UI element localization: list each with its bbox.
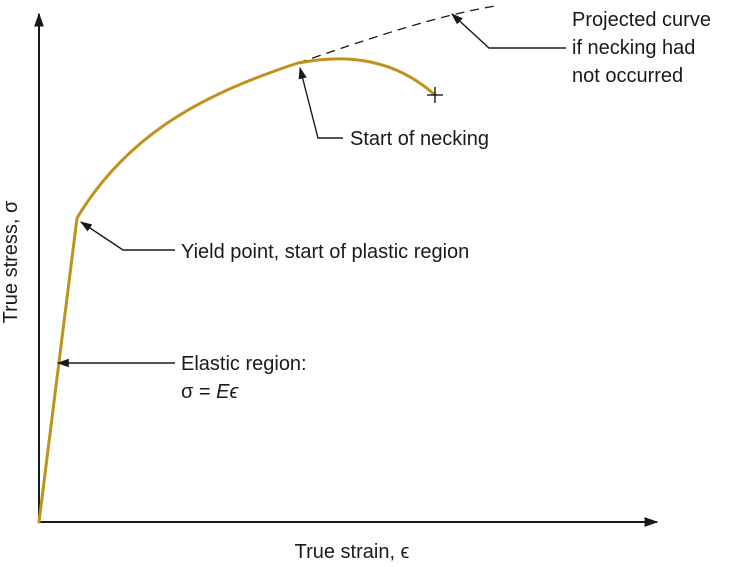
projected-curve-label-line2: if necking had xyxy=(572,37,695,59)
fracture-point-marker xyxy=(427,87,443,103)
projected-curve-label-line3: not occurred xyxy=(572,65,683,87)
x-axis-title: True strain, ϵ xyxy=(295,541,410,563)
projected-curve-leader xyxy=(451,13,566,49)
projected-curve-label-line1: Projected curve xyxy=(572,9,711,31)
elastic-formula: σ = Eϵ xyxy=(181,381,239,403)
yield-leader xyxy=(80,221,175,251)
elastic-label-line1: Elastic region: xyxy=(181,353,307,375)
elastic-formula-prefix: σ = xyxy=(181,381,216,403)
necking-label: Start of necking xyxy=(350,128,489,150)
projected-curve xyxy=(297,5,496,64)
yield-label: Yield point, start of plastic region xyxy=(181,241,469,263)
stress-strain-curve xyxy=(37,57,437,524)
necking-leader xyxy=(298,66,343,139)
y-axis-title: True stress, σ xyxy=(0,200,22,323)
elastic-formula-italic: Eϵ xyxy=(216,381,239,403)
